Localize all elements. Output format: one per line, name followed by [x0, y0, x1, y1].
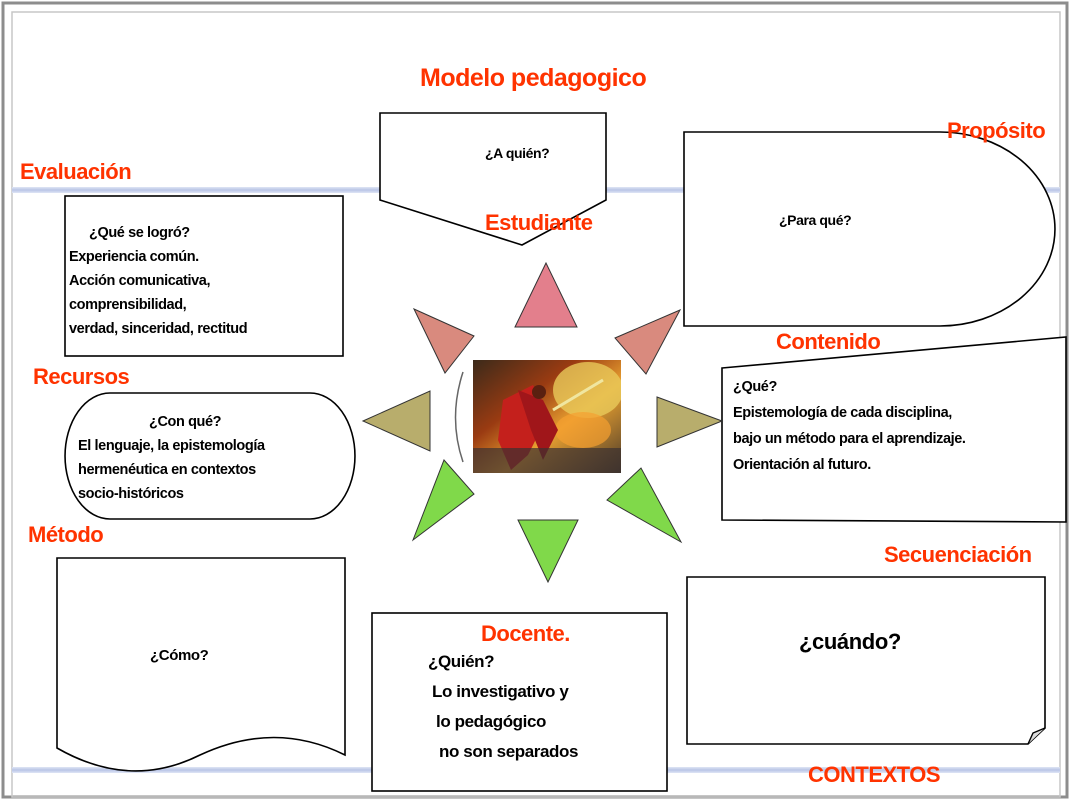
- metodo-label: Método: [28, 522, 104, 547]
- evaluacion-line: Experiencia común.: [69, 249, 199, 265]
- contenido-label: Contenido: [776, 329, 881, 354]
- docente-line: Lo investigativo y: [432, 682, 569, 701]
- evaluacion-line: comprensibilidad,: [69, 297, 187, 313]
- evaluacion-box: [64, 195, 344, 357]
- contenido-line: ¿Qué?: [733, 379, 777, 395]
- estudiante-question: ¿A quién?: [485, 145, 550, 161]
- docente-box: [371, 612, 668, 792]
- recursos-shape: [64, 392, 356, 520]
- metodo-question: ¿Cómo?: [150, 647, 209, 664]
- recursos-line: socio-históricos: [78, 486, 184, 502]
- estudiante-label: Estudiante: [485, 210, 593, 235]
- arrow-down-docente: [517, 519, 579, 584]
- proposito-label: Propósito: [947, 118, 1046, 143]
- contextos-label: CONTEXTOS: [808, 762, 941, 787]
- contenido-line: Orientación al futuro.: [733, 457, 871, 473]
- arrow-downright-secuenciacion: [606, 467, 683, 544]
- arrow-right-contenido: [656, 396, 724, 448]
- metodo-shape: [56, 557, 346, 772]
- arrow-upleft-evaluacion: [412, 307, 475, 374]
- estudiante-shape: [379, 112, 607, 246]
- evaluacion-line: ¿Qué se logró?: [89, 225, 190, 241]
- recursos-text: ¿Con qué? El lenguaje, la epistemología …: [78, 410, 265, 506]
- recursos-line: hermenéutica en contextos: [78, 462, 256, 478]
- secuenciacion-box: [686, 576, 1046, 745]
- secuenciacion-label: Secuenciación: [884, 542, 1032, 567]
- contenido-line: Epistemología de cada disciplina,: [733, 405, 952, 421]
- contenido-text: ¿Qué? Epistemología de cada disciplina, …: [733, 374, 966, 478]
- recursos-line: ¿Con qué?: [149, 414, 222, 430]
- docente-line: no son separados: [439, 742, 579, 761]
- arrow-upright-proposito: [614, 308, 682, 375]
- arrow-up-estudiante: [514, 261, 578, 328]
- docente-label: Docente.: [481, 621, 570, 646]
- secuenciacion-question: ¿cuándo?: [799, 629, 901, 654]
- docente-line: ¿Quién?: [428, 652, 495, 671]
- contenido-line: bajo un método para el aprendizaje.: [733, 431, 966, 447]
- evaluacion-text: ¿Qué se logró? Experiencia común. Acción…: [69, 221, 248, 341]
- contenido-shape: [721, 336, 1067, 523]
- docente-text: ¿Quién? Lo investigativo y lo pedagógico…: [428, 647, 578, 767]
- proposito-shape: [683, 131, 1056, 327]
- docente-line: lo pedagógico: [436, 712, 547, 731]
- evaluacion-line: verdad, sinceridad, rectitud: [69, 321, 248, 337]
- folded-corner: [1027, 727, 1046, 745]
- proposito-question: ¿Para qué?: [779, 212, 852, 228]
- center-arc: [454, 371, 464, 463]
- evaluacion-line: Acción comunicativa,: [69, 273, 211, 289]
- recursos-label: Recursos: [33, 364, 130, 389]
- arrow-left-recursos: [361, 390, 431, 452]
- page-title: Modelo pedagogico: [420, 64, 647, 92]
- fantasy-warrior-image: [473, 360, 621, 473]
- recursos-line: El lenguaje, la epistemología: [78, 438, 265, 454]
- evaluacion-label: Evaluación: [20, 159, 132, 184]
- arrow-downleft-metodo: [411, 459, 475, 542]
